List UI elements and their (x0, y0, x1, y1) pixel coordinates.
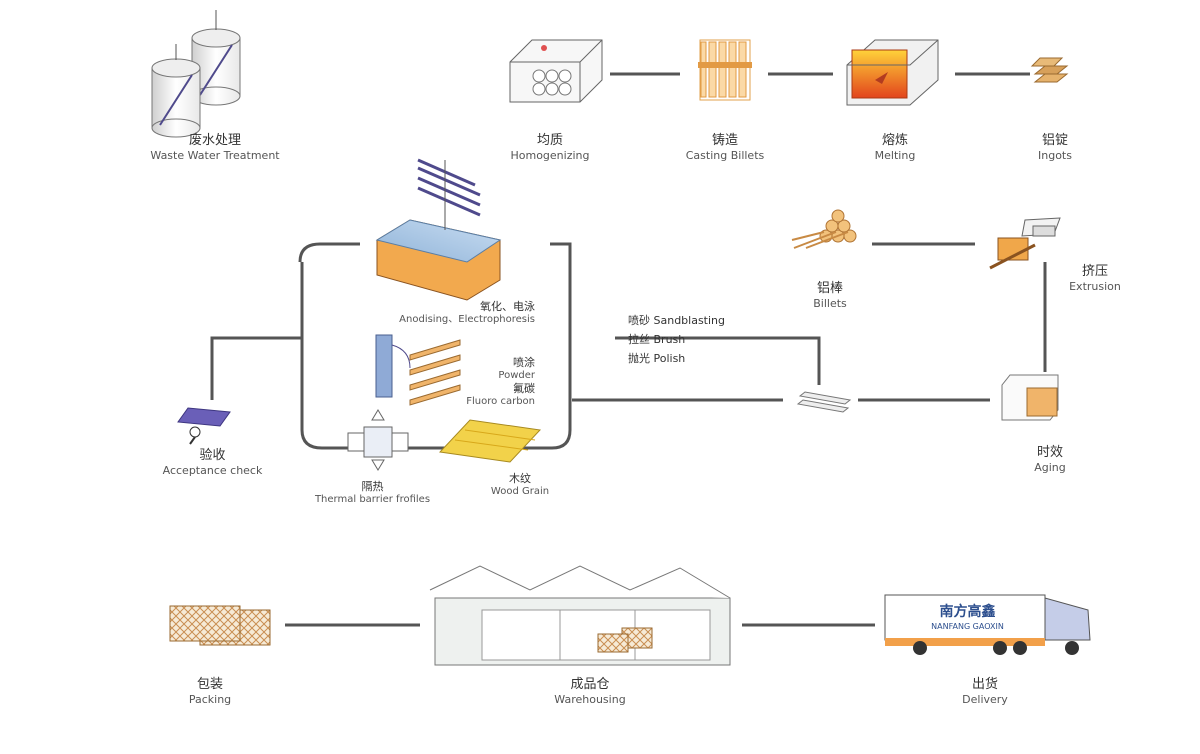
sandblasting-text: 喷砂 Sandblasting (628, 314, 726, 327)
warehouse-icon (429, 565, 731, 666)
anodising-icon (375, 158, 502, 301)
polish-text: 抛光 Polish (628, 352, 686, 365)
brush-text: 拉丝 Brush (628, 333, 686, 346)
packing-cn: 包装 (196, 677, 223, 692)
waste-water-icon (151, 10, 241, 138)
waste-water-cn: 废水处理 (188, 133, 241, 148)
label-extrusion: 挤压 Extrusion (1045, 264, 1145, 294)
label-ingots: 铝锭 Ingots (1005, 133, 1105, 163)
extrusion-icon (989, 217, 1061, 270)
homogenizing-cn: 均质 (536, 133, 563, 148)
melting-cn: 熔炼 (881, 133, 908, 148)
homogenizing-icon (509, 39, 603, 103)
label-waste-water: 废水处理 Waste Water Treatment (140, 133, 290, 163)
flow-lines (210, 72, 1047, 627)
melting-icon (846, 39, 939, 106)
wood-en: Wood Grain (490, 485, 550, 497)
ingots-cn: 铝锭 (1041, 133, 1068, 148)
label-billets: 铝棒 Billets (780, 281, 880, 311)
label-aging: 时效 Aging (1005, 445, 1095, 475)
thermal-cn: 隔热 (361, 480, 384, 493)
warehousing-en: Warehousing (554, 693, 626, 707)
extrusion-cn: 挤压 (1081, 264, 1108, 279)
powder-en: Powder (498, 369, 535, 381)
delivery-icon (884, 594, 1091, 655)
label-wood: 木纹 Wood Grain (475, 472, 565, 498)
anodising-cn: 氧化、电泳 (480, 300, 535, 313)
line-finishing (615, 336, 821, 385)
extrusion-en: Extrusion (1069, 280, 1121, 294)
delivery-cn: 出货 (971, 677, 998, 692)
label-melting: 熔炼 Melting (845, 133, 945, 163)
line-box-acceptance (210, 336, 302, 400)
finishing-box (298, 242, 572, 450)
packing-en: Packing (188, 693, 232, 707)
warehousing-cn: 成品仓 (570, 677, 610, 692)
fluoro-en: Fluoro carbon (466, 396, 535, 407)
acceptance-cn: 验收 (199, 448, 226, 463)
acceptance-en: Acceptance check (162, 464, 263, 478)
wood-cn: 木纹 (509, 472, 531, 485)
label-anodising: 氧化、电泳 Anodising、Electrophoresis (390, 300, 535, 326)
aging-icon (1001, 374, 1059, 421)
label-delivery: 出货 Delivery (940, 677, 1030, 707)
fluoro-cn: 氟碳 (513, 382, 535, 396)
billets-en: Billets (813, 297, 847, 311)
wood-grain-icon (438, 419, 542, 463)
label-acceptance: 验收 Acceptance check (150, 448, 275, 478)
packing-icon (169, 605, 271, 646)
thermal-icon (347, 409, 409, 471)
aging-cn: 时效 (1036, 445, 1063, 460)
waste-water-en: Waste Water Treatment (150, 149, 280, 163)
truck-brand: 南方高鑫 NANFANG GAOXIN (925, 604, 1010, 632)
label-casting: 铸造 Casting Billets (675, 133, 775, 163)
truck-brand-en: NANFANG GAOXIN (931, 621, 1004, 631)
ingots-icon (1030, 57, 1069, 83)
acceptance-icon (177, 407, 231, 445)
anodising-en: Anodising、Electrophoresis (399, 313, 535, 325)
billets-cn: 铝棒 (816, 281, 843, 296)
finishing-options: 喷砂 Sandblasting 拉丝 Brush 抛光 Polish (628, 311, 725, 368)
homogenizing-en: Homogenizing (510, 149, 590, 163)
truck-brand-cn: 南方高鑫 (939, 604, 996, 620)
powder-icon (375, 334, 461, 406)
casting-icon (698, 39, 752, 101)
aging-en: Aging (1034, 461, 1066, 475)
label-packing: 包装 Packing (165, 677, 255, 707)
thermal-en: Thermal barrier frofiles (314, 493, 431, 505)
label-homogenizing: 均质 Homogenizing (500, 133, 600, 163)
casting-en: Casting Billets (685, 149, 765, 163)
label-thermal: 隔热 Thermal barrier frofiles (305, 480, 440, 506)
label-powder: 喷涂 Powder 氟碳 Fluoro carbon (440, 356, 535, 409)
delivery-en: Delivery (962, 693, 1008, 707)
melting-en: Melting (874, 149, 916, 163)
billets-icon (791, 209, 857, 249)
powder-cn: 喷涂 (513, 356, 535, 369)
casting-cn: 铸造 (711, 133, 738, 148)
profiles-icon (796, 391, 852, 413)
label-warehousing: 成品仓 Warehousing (535, 677, 645, 707)
ingots-en: Ingots (1038, 149, 1072, 163)
